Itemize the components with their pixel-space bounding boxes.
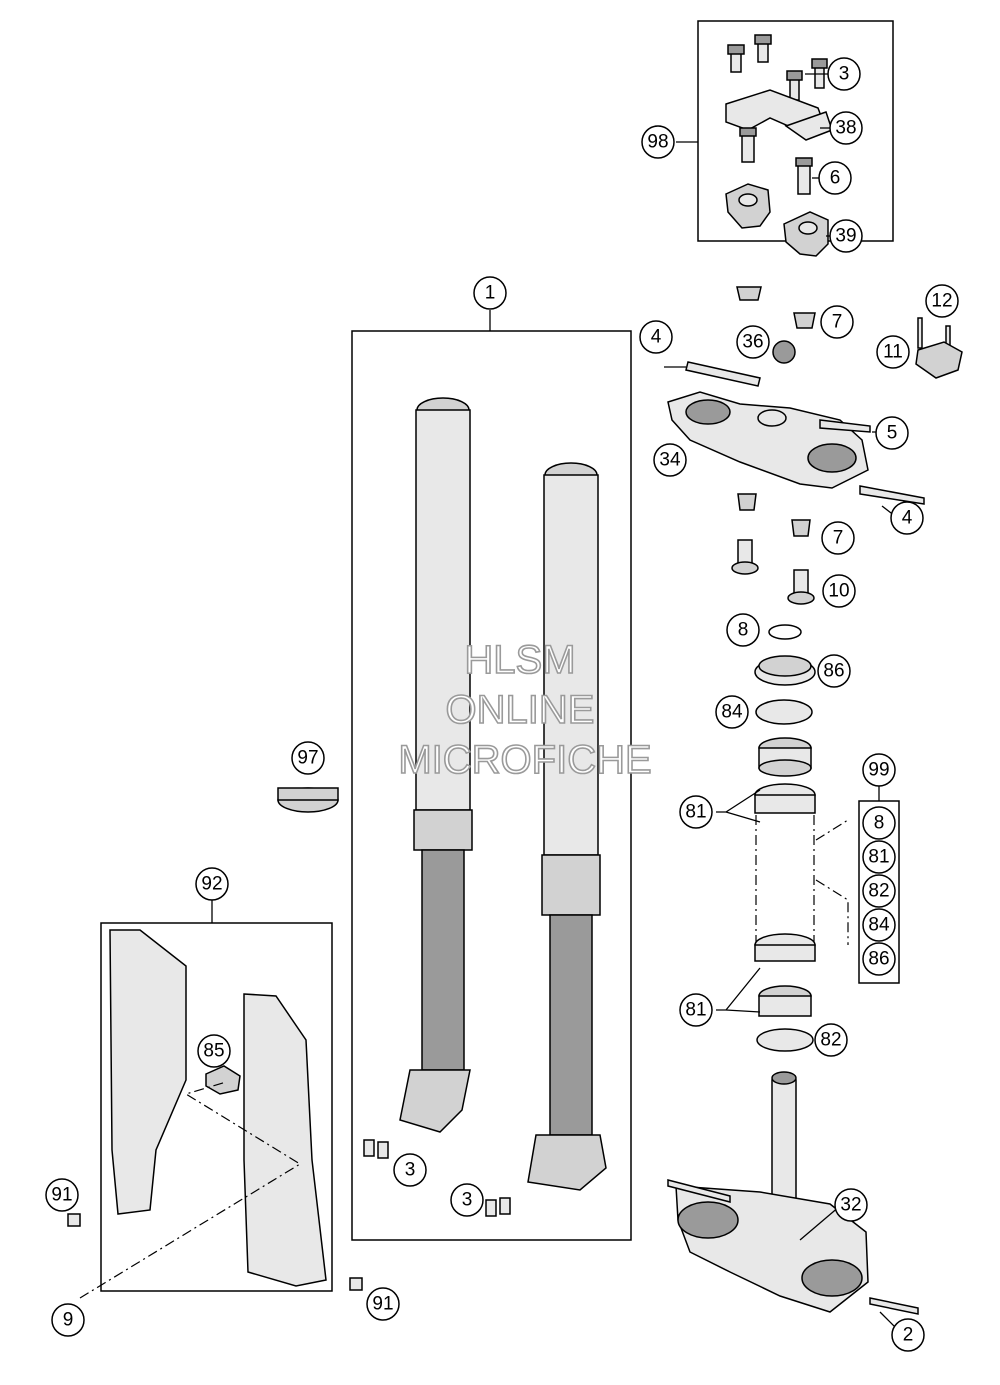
fork-legs	[363, 310, 607, 1217]
svg-text:86: 86	[823, 661, 844, 682]
svg-text:84: 84	[721, 702, 743, 723]
callout-82[interactable]: 82	[814, 1023, 848, 1057]
svg-text:85: 85	[203, 1041, 224, 1062]
svg-text:86: 86	[868, 949, 889, 970]
svg-text:12: 12	[931, 291, 952, 312]
callout-36[interactable]: 36	[736, 325, 770, 359]
svg-text:38: 38	[835, 118, 856, 139]
callout-85[interactable]: 85	[197, 1034, 231, 1068]
callout-2[interactable]: 2	[891, 1318, 925, 1352]
watermark: HLSM ONLINE MICROFICHE	[398, 637, 653, 783]
callout-4[interactable]: 4	[890, 501, 924, 535]
svg-text:82: 82	[868, 881, 889, 902]
callout-7[interactable]: 7	[820, 305, 854, 339]
svg-text:8: 8	[874, 813, 885, 834]
svg-text:84: 84	[868, 915, 890, 936]
callout-86[interactable]: 86	[817, 654, 851, 688]
svg-text:81: 81	[685, 1000, 706, 1021]
callout-9[interactable]: 9	[51, 1303, 85, 1337]
svg-text:92: 92	[201, 874, 222, 895]
svg-text:99: 99	[868, 760, 889, 781]
callout-99[interactable]: 99	[862, 753, 896, 787]
fork-protector-92-frame	[100, 922, 333, 1292]
watermark-line-1: HLSM	[464, 638, 575, 682]
callout-6[interactable]: 6	[818, 161, 852, 195]
handlebar-clamp-kit	[676, 34, 833, 257]
svg-text:91: 91	[372, 1294, 393, 1315]
callout-39[interactable]: 39	[829, 219, 863, 253]
callout-8[interactable]: 8	[726, 613, 760, 647]
svg-text:91: 91	[51, 1185, 72, 1206]
watermark-line-2: ONLINE	[446, 688, 595, 732]
svg-text:98: 98	[647, 132, 668, 153]
svg-text:6: 6	[830, 168, 841, 189]
watermark-line-3: MICROFICHE	[398, 738, 651, 782]
svg-text:4: 4	[902, 508, 913, 529]
svg-text:81: 81	[868, 847, 889, 868]
upper-triple-clamp-area	[664, 286, 963, 640]
svg-text:8: 8	[738, 620, 749, 641]
callout-3[interactable]: 3	[393, 1153, 427, 1187]
callout-4[interactable]: 4	[639, 320, 673, 354]
fork-assembly-1-frame	[351, 330, 632, 1241]
callout-3[interactable]: 3	[827, 57, 861, 91]
callout-38[interactable]: 38	[829, 111, 863, 145]
svg-text:34: 34	[659, 450, 681, 471]
steering-stem-and-bearings	[667, 655, 919, 1331]
svg-text:32: 32	[840, 1195, 861, 1216]
callout-86[interactable]: 86	[862, 942, 896, 976]
callout-98[interactable]: 98	[641, 125, 675, 159]
svg-text:82: 82	[820, 1030, 841, 1051]
svg-text:3: 3	[405, 1160, 416, 1181]
svg-text:36: 36	[742, 332, 763, 353]
svg-text:39: 39	[835, 226, 856, 247]
callout-92[interactable]: 92	[195, 867, 229, 901]
callout-32[interactable]: 32	[834, 1188, 868, 1222]
callout-82[interactable]: 82	[862, 874, 896, 908]
callout-12[interactable]: 12	[925, 284, 959, 318]
callout-5[interactable]: 5	[875, 416, 909, 450]
svg-text:3: 3	[462, 1190, 473, 1211]
callout-7[interactable]: 7	[821, 521, 855, 555]
svg-text:9: 9	[63, 1310, 74, 1331]
callout-97[interactable]: 97	[291, 741, 325, 775]
svg-text:97: 97	[297, 748, 318, 769]
callout-11[interactable]: 11	[876, 335, 910, 369]
svg-text:81: 81	[685, 802, 706, 823]
callout-84[interactable]: 84	[862, 908, 896, 942]
svg-text:11: 11	[883, 342, 903, 363]
callout-91[interactable]: 91	[366, 1287, 400, 1321]
callout-10[interactable]: 10	[822, 574, 856, 608]
callout-84[interactable]: 84	[715, 695, 749, 729]
callout-8[interactable]: 8	[862, 806, 896, 840]
svg-text:3: 3	[839, 64, 850, 85]
callout-91[interactable]: 91	[45, 1178, 79, 1212]
callout-81[interactable]: 81	[862, 840, 896, 874]
svg-text:5: 5	[887, 423, 898, 444]
callout-81[interactable]: 81	[679, 993, 713, 1027]
svg-text:4: 4	[651, 327, 662, 348]
svg-text:10: 10	[828, 581, 849, 602]
callout-1[interactable]: 1	[473, 276, 507, 310]
svg-text:7: 7	[832, 312, 843, 333]
svg-text:7: 7	[833, 528, 844, 549]
callout-34[interactable]: 34	[653, 443, 687, 477]
svg-text:1: 1	[485, 283, 496, 304]
svg-text:2: 2	[903, 1325, 914, 1346]
callout-81[interactable]: 81	[679, 795, 713, 829]
callout-3[interactable]: 3	[450, 1183, 484, 1217]
fork-protectors	[67, 787, 363, 1299]
